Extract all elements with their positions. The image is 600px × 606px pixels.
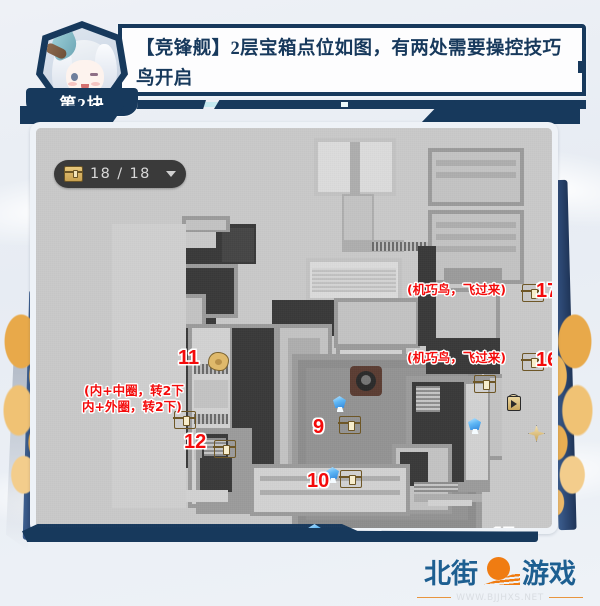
watermark-rule-right [548,597,583,598]
sun-rays-icon [480,557,520,585]
chest-marker-16-bottom[interactable] [521,284,544,302]
map-room [358,142,392,192]
mouth-icon [81,84,89,90]
crystal-marker[interactable] [467,418,482,434]
map-floor-line [436,172,516,178]
map-marker-16: 16 [536,349,552,371]
map-marker-9: 9 [313,416,325,438]
map-floor-line [436,222,516,228]
map-stairs [372,242,428,251]
crystal-marker[interactable] [332,396,347,412]
map-ledge [186,490,228,502]
underline-left-cap [110,100,206,109]
map-stairs [194,364,228,374]
map-room [318,142,350,192]
banner-notch [578,61,585,73]
map-room [432,292,496,340]
map-room [186,220,226,230]
map-marker-11: 11 [178,347,200,369]
chest-marker-9[interactable] [338,416,361,434]
map-stairs [414,482,458,492]
chest-marker-12[interactable] [213,440,236,458]
chest-count-value: 18 / 18 [90,166,151,182]
map-floor-pattern [312,268,396,292]
map-marker-10: 10 [307,470,330,492]
chest-marker-left[interactable] [173,411,196,429]
annotation-note-3: (机巧鸟，飞过来) [407,282,506,297]
map-terrain [476,128,552,148]
chest-marker-11[interactable] [208,352,229,371]
underline-dark-segment [214,100,484,109]
watermark: 北街 游戏 WWW.BJJHXS.NET [408,552,592,603]
map-void [418,246,436,346]
map-ledge [428,500,472,506]
eye-right-icon [90,73,98,76]
map-stairs [194,414,228,424]
annotation-note-4: (机巧鸟，飞过来) [407,350,506,365]
watermark-brand-row: 北街 游戏 [424,552,576,591]
map-void [426,338,500,374]
crystal-marker[interactable] [325,467,340,483]
underline-dot [341,102,348,107]
chest-counter[interactable]: 18 / 18 [54,160,186,188]
annotation-note-2: 内+外圈，转2下) [82,399,182,414]
map-floor-line [436,234,516,240]
map-corridor [344,196,372,242]
map-room [338,302,416,344]
watermark-brand-right: 游戏 [522,558,576,589]
map-marker-12: 12 [184,431,207,453]
map-terrain [36,128,112,524]
watermark-brand-left: 北街 [424,558,478,589]
banner-frame: 【竞锋舰】2层宝箱点位如图，有两处需要操控技巧鸟开启 [118,24,586,96]
map-ledge [414,494,482,502]
map-corridor [350,142,360,196]
annotation-note-1: (内+中圈，转2下 [84,383,184,398]
map-panel: 寸「夕浮」 [30,122,558,534]
header-banner: 【竞锋舰】2层宝箱点位如图，有两处需要操控技巧鸟开启 第2块 [0,0,600,118]
map-ledge [444,268,502,282]
map-floor-line [260,490,400,495]
crystal-marker[interactable] [307,524,322,528]
map-void [200,458,232,492]
map-fixture-highlight [361,375,371,385]
map-floor-line [436,160,516,166]
chest-marker-17-top[interactable] [521,353,544,371]
map-floor-line [436,246,516,252]
map-void [222,228,254,262]
chevron-down-icon[interactable] [166,171,176,177]
panel-frame-top-right [420,104,580,124]
map-marker-17: 17 [536,280,552,302]
map-room [310,262,398,298]
door-marker[interactable] [507,396,521,411]
blush-left-icon [68,82,77,86]
eye-left-icon [71,73,78,81]
banner-title: 【竞锋舰】2层宝箱点位如图，有两处需要操控技巧鸟开启 [136,39,562,89]
map-terrain [108,224,186,508]
panel-frame-top-left [20,106,124,124]
watermark-url-row: WWW.BJJHXS.NET [417,593,583,603]
chest-marker-right[interactable] [473,375,496,393]
game-map[interactable]: 寸「夕浮」 [36,128,552,528]
chest-marker-10[interactable] [339,470,362,488]
watermark-rule-left [417,597,452,598]
map-room [194,380,228,408]
map-marker-15: 15 [492,525,514,528]
chest-icon [63,166,83,182]
map-stairs [416,386,440,412]
watermark-url: WWW.BJJHXS.NET [456,592,544,603]
blush-right-icon [91,82,100,86]
